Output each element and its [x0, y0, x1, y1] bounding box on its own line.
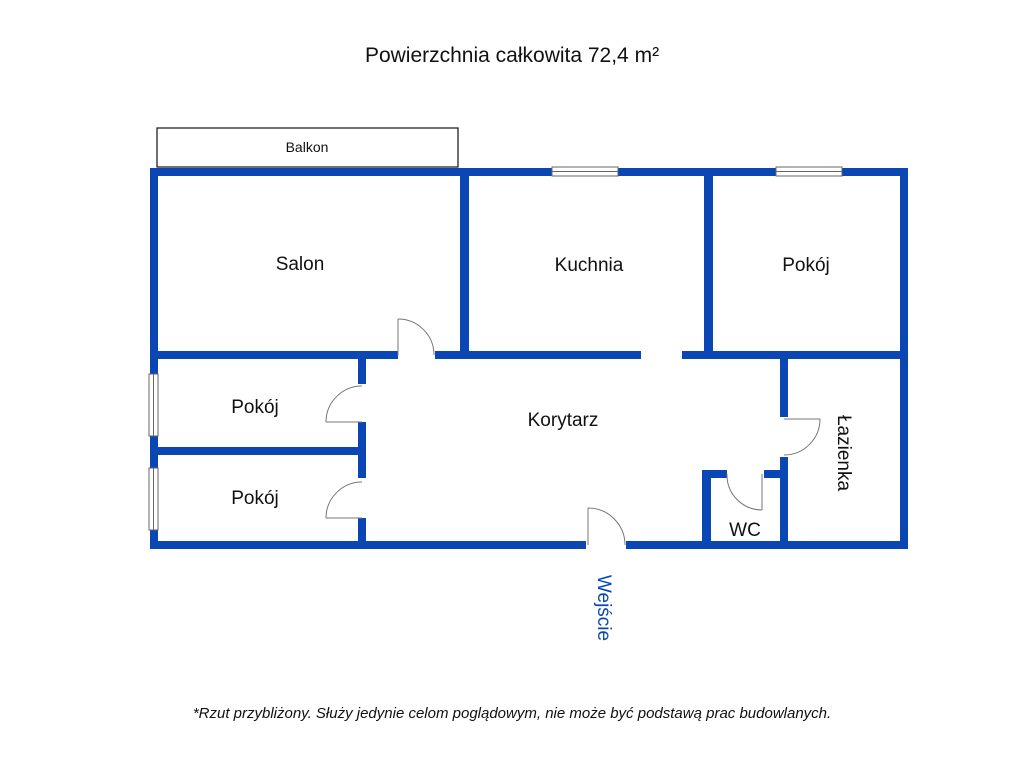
door-pokoj-left-lower [325, 481, 363, 519]
room-label-kuchnia: Kuchnia [555, 255, 624, 276]
wall-left-rooms-divider [150, 447, 365, 455]
door-wc [726, 473, 763, 511]
wall-wc-top-2 [764, 470, 788, 478]
wall-wc-top-1 [702, 470, 727, 478]
wall-wc-left [702, 470, 711, 549]
room-label-salon: Salon [276, 254, 325, 275]
entrance-label: Wejście [593, 575, 614, 641]
wall-bath-left-1 [780, 351, 788, 417]
room-label-pokoj-top: Pokój [782, 255, 830, 276]
room-label-balkon: Balkon [286, 139, 329, 155]
disclaimer-footnote: *Rzut przybliżony. Służy jedynie celom p… [192, 705, 832, 722]
door-entrance [587, 507, 626, 546]
room-label-wc: WC [729, 520, 761, 541]
room-label-pokoj-left-lower: Pokój [231, 488, 279, 509]
wall-left-rooms-right-2 [358, 422, 366, 478]
wall-salon-kuchnia [460, 168, 469, 358]
walls [150, 168, 908, 549]
door-pokoj-left-upper [325, 385, 363, 423]
wall-bath-left-2 [780, 457, 788, 549]
windows [148, 166, 843, 531]
plan-title: Powierzchnia całkowita 72,4 m² [364, 44, 660, 67]
room-label-pokoj-left-upper: Pokój [231, 397, 279, 418]
wall-top [150, 168, 908, 176]
wall-left-rooms-right-3 [358, 518, 366, 549]
wall-h-salon-2 [435, 351, 641, 359]
room-label-lazienka: Łazienka [833, 415, 854, 491]
room-label-korytarz: Korytarz [528, 410, 599, 431]
doors [325, 318, 821, 546]
door-salon [397, 318, 435, 356]
door-lazienka [783, 418, 821, 456]
wall-bottom-left [150, 541, 586, 549]
wall-left-rooms-right-1 [358, 351, 366, 384]
wall-h-salon [150, 351, 398, 359]
wall-h-pokoj [682, 351, 908, 359]
wall-bottom-right [626, 541, 908, 549]
wall-kuchnia-pokoj [704, 168, 713, 358]
balcony-outline [156, 127, 459, 168]
